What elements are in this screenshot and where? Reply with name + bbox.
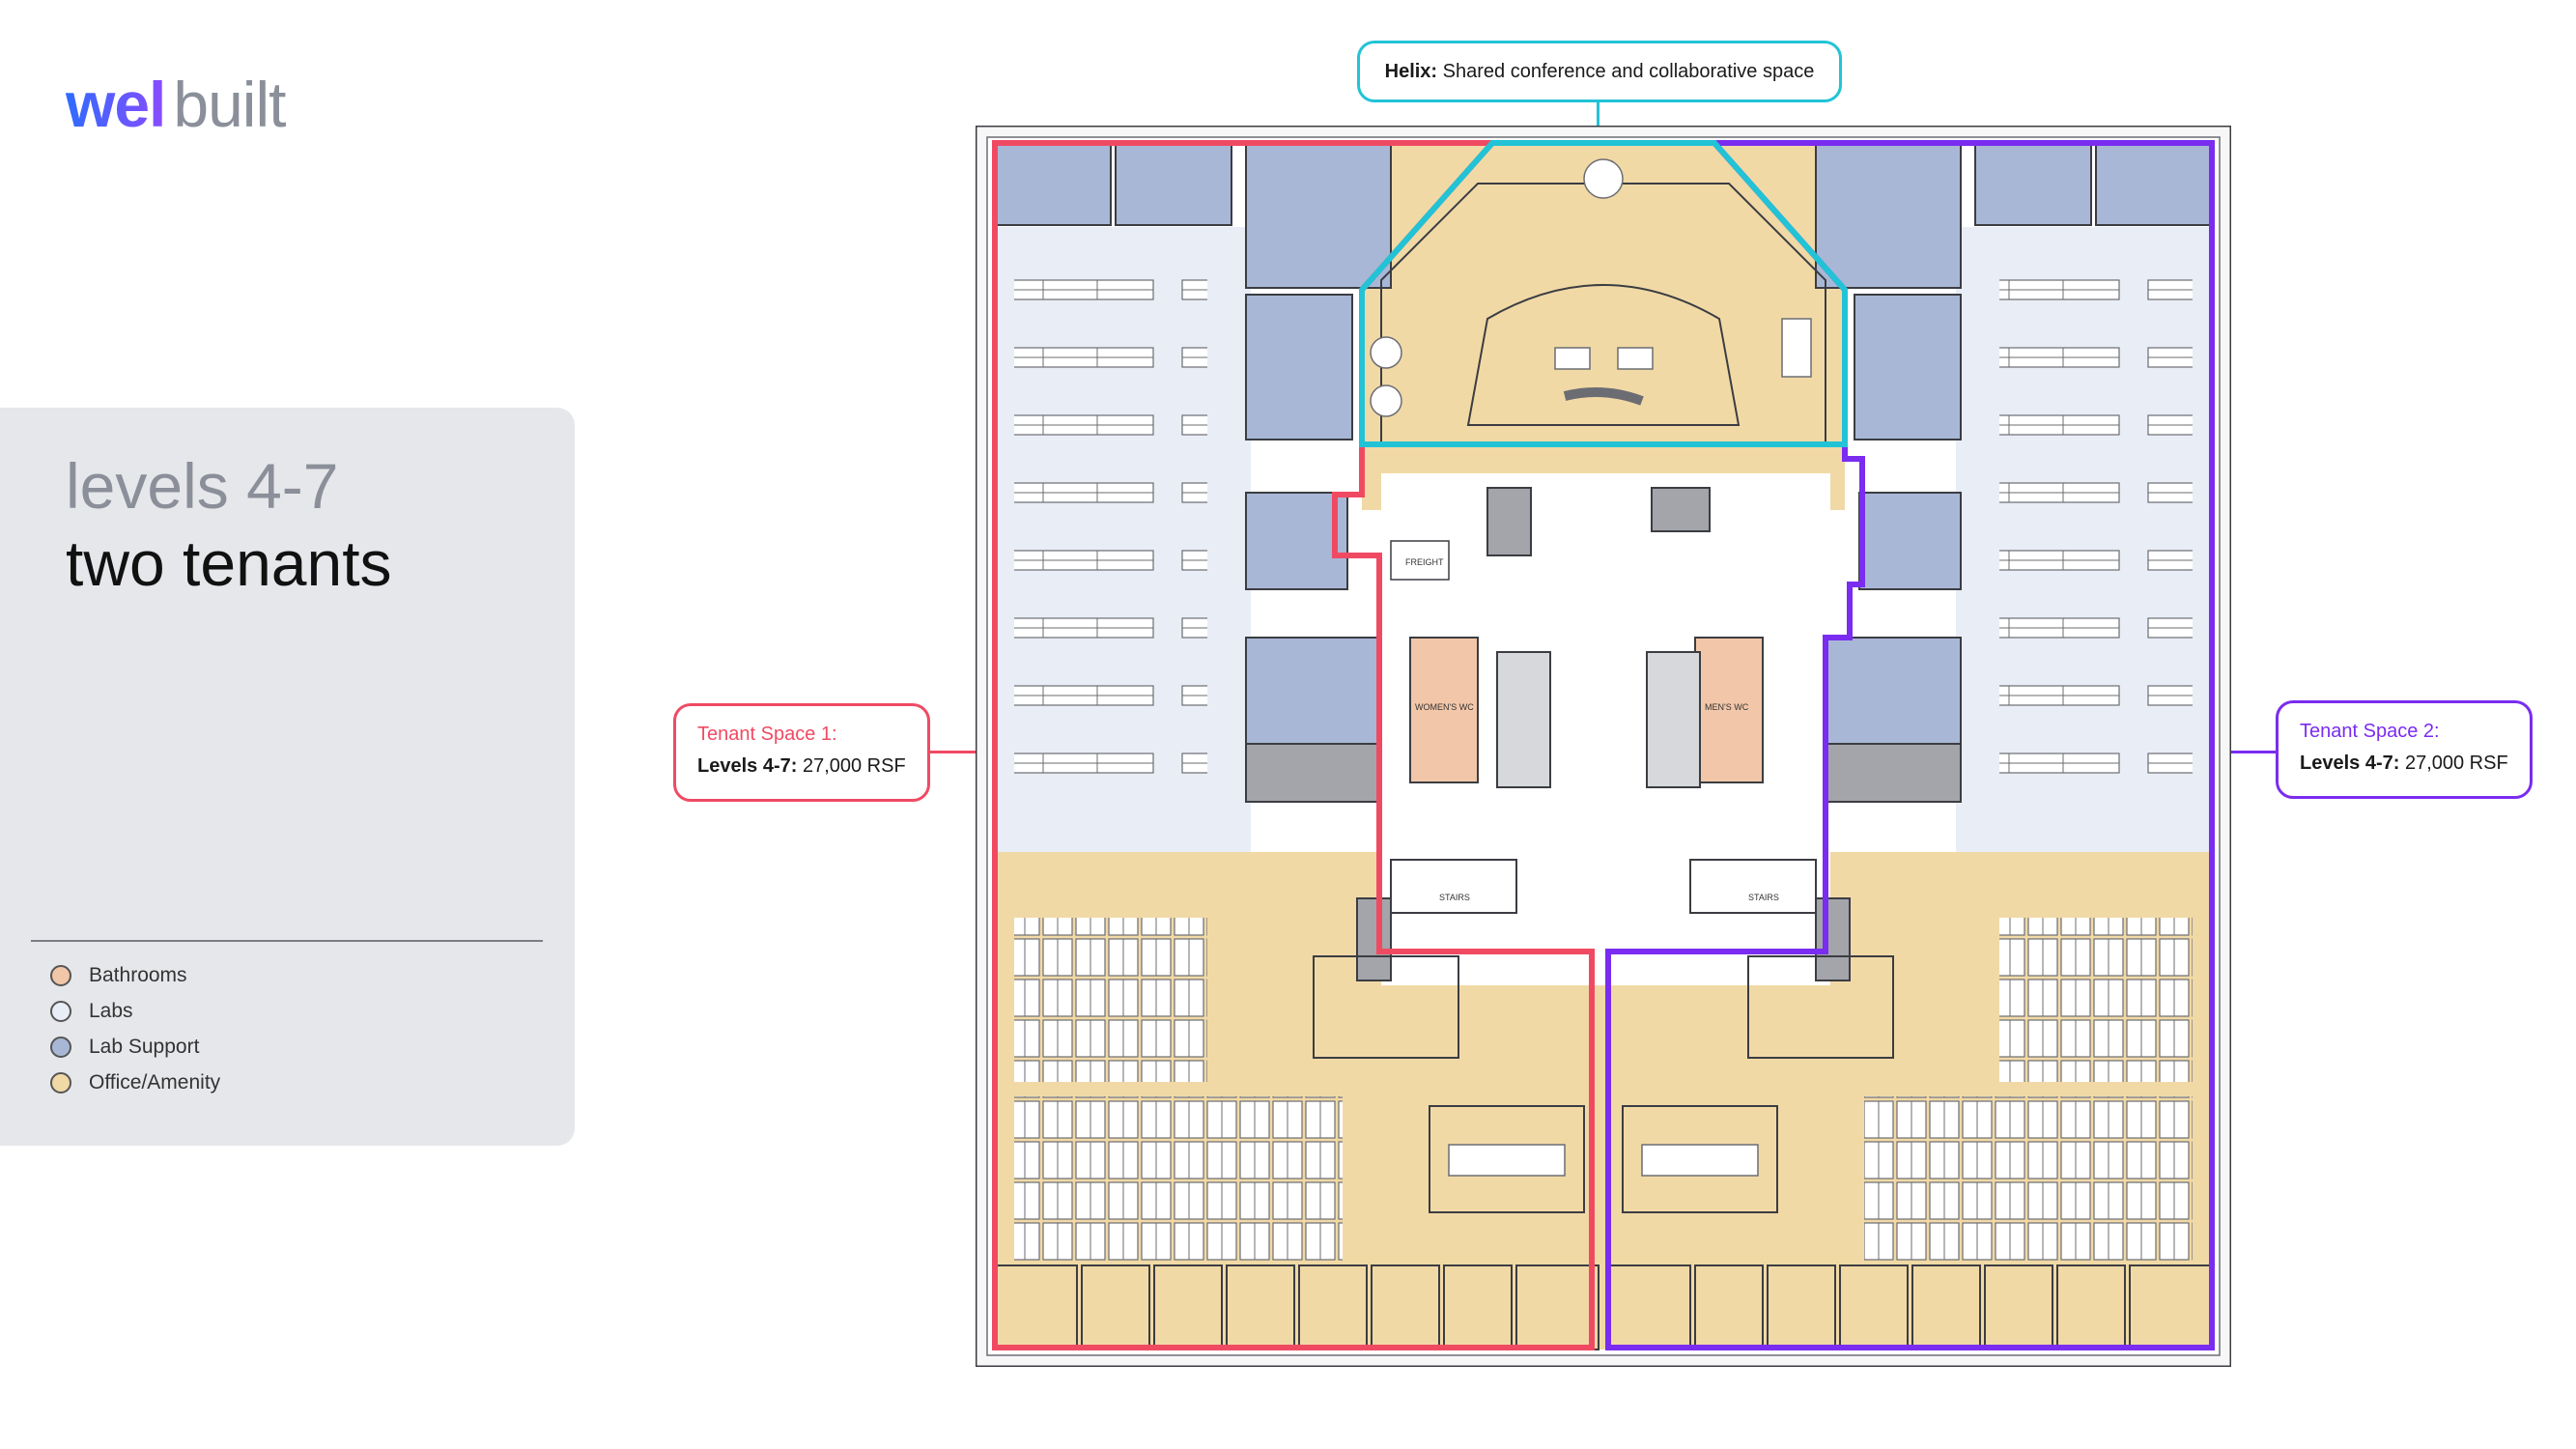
legend-divider <box>31 940 543 942</box>
tenant-1-boundary <box>992 140 1595 1350</box>
legend-item-office-amenity: Office/Amenity <box>50 1065 220 1100</box>
tenant-2-callout: Tenant Space 2: Levels 4-7: 27,000 RSF <box>2276 700 2533 799</box>
bathrooms-swatch <box>50 965 71 986</box>
tenant-1-connector <box>930 751 977 753</box>
logo-part-wel: wel <box>66 69 166 140</box>
tenant-2-connector <box>2231 751 2276 753</box>
tenant-2-boundary <box>1605 140 2215 1350</box>
stairs-right-label: STAIRS <box>1748 893 1779 902</box>
legend-item-bathrooms: Bathrooms <box>50 958 187 993</box>
mens-wc-label: MEN'S WC <box>1705 702 1749 712</box>
stairs-left-label: STAIRS <box>1439 893 1470 902</box>
helix-boundary <box>1359 140 1848 447</box>
legend-label: Office/Amenity <box>89 1071 221 1094</box>
office-amenity-swatch <box>50 1072 71 1094</box>
helix-callout-text: Shared conference and collaborative spac… <box>1442 60 1815 82</box>
legend-label: Labs <box>89 1000 133 1022</box>
tenant-1-area: 27,000 RSF <box>802 755 906 777</box>
freight-label: FREIGHT <box>1405 557 1444 567</box>
levels-title: levels 4-7 <box>66 450 339 522</box>
info-panel <box>0 408 575 1146</box>
labs-swatch <box>50 1001 71 1022</box>
tenant-1-title: Tenant Space 1: <box>697 724 837 745</box>
legend-item-labs: Labs <box>50 994 133 1029</box>
tenant-1-levels: Levels 4-7: <box>697 755 798 777</box>
legend-label: Bathrooms <box>89 964 187 986</box>
logo-part-built: built <box>173 69 286 140</box>
tenant-2-title: Tenant Space 2: <box>2300 721 2440 742</box>
tenant-1-callout: Tenant Space 1: Levels 4-7: 27,000 RSF <box>673 703 930 802</box>
tenant-2-area: 27,000 RSF <box>2404 753 2508 774</box>
helix-callout: Helix: Shared conference and collaborati… <box>1357 41 1842 102</box>
legend-item-lab-support: Lab Support <box>50 1030 199 1065</box>
womens-wc-label: WOMEN'S WC <box>1415 702 1474 712</box>
lab-support-swatch <box>50 1037 71 1058</box>
tenants-title: two tenants <box>66 527 392 599</box>
legend-label: Lab Support <box>89 1036 200 1058</box>
tenant-2-levels: Levels 4-7: <box>2300 753 2400 774</box>
helix-connector <box>1597 102 1599 133</box>
helix-callout-title: Helix: <box>1384 60 1438 82</box>
floor-plan: FREIGHT WOMEN'S WC MEN'S WC STAIRS STAIR… <box>976 126 2231 1367</box>
